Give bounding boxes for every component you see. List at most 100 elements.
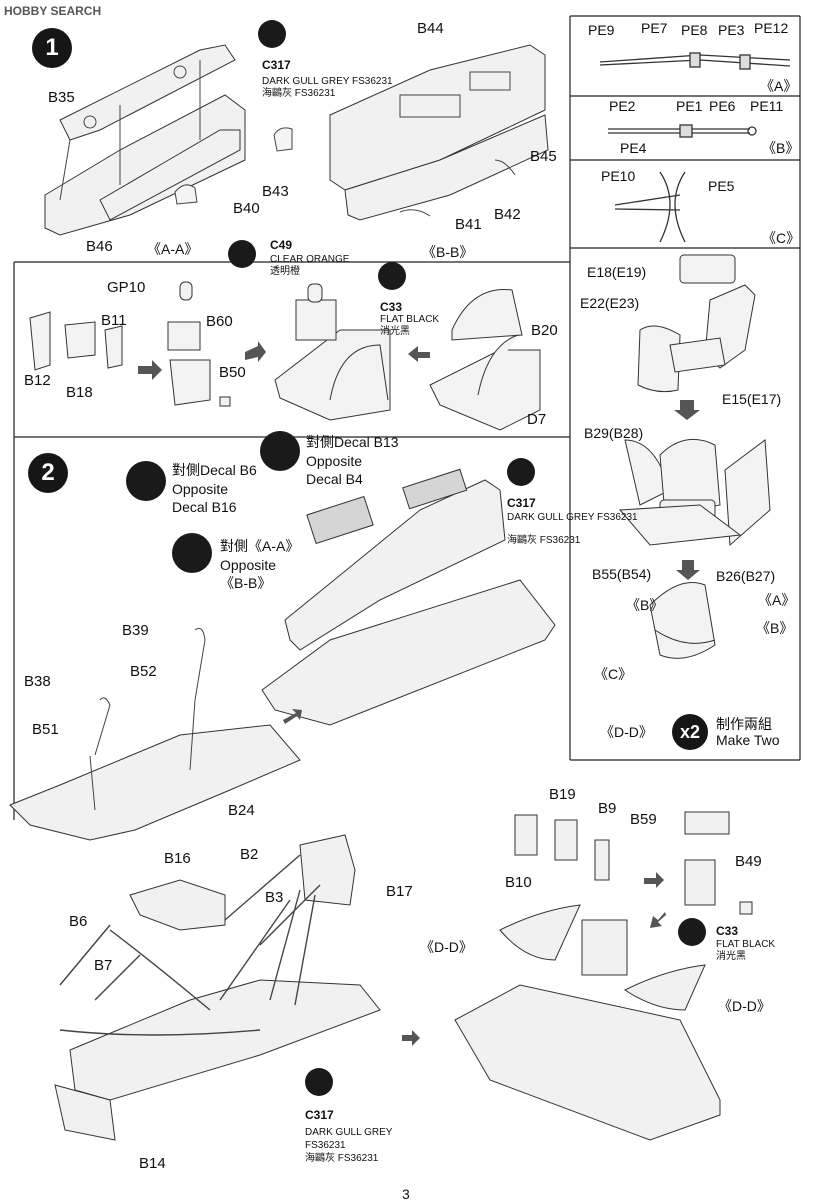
part-b14: B14 — [139, 1155, 166, 1172]
paint-brush-icon — [258, 20, 286, 48]
make-two-en: Make Two — [716, 732, 780, 748]
step-2-number: 2 — [41, 459, 55, 486]
paint-flat-black-cn: 消光黑 — [380, 326, 410, 337]
part-b2: B2 — [240, 846, 259, 863]
part-b42: B42 — [494, 206, 521, 223]
decal-b16: Decal B16 — [172, 499, 237, 515]
paint-dark-gull-grey: DARK GULL GREY FS36231 — [507, 512, 638, 523]
paint-code-c33: C33 — [380, 300, 403, 314]
step-1-marker: 1 — [32, 28, 72, 68]
paint-flat-black: FLAT BLACK — [716, 939, 776, 950]
seat-caption-d-d: 《D-D》 — [600, 724, 653, 740]
pe-caption-a: 《A》 — [760, 78, 798, 94]
part-b44: B44 — [417, 20, 444, 37]
paint-code-c317: C317 — [305, 1108, 334, 1122]
part-b12: B12 — [24, 372, 51, 389]
paint-brush-icon — [507, 458, 535, 486]
seat-part-e18: E18(E19) — [587, 264, 647, 280]
part-b38: B38 — [24, 673, 51, 690]
pe-caption-b: 《B》 — [762, 140, 800, 156]
pe-part-pe2: PE2 — [609, 98, 636, 114]
view-label-a-a: 《A-A》 — [147, 241, 199, 257]
part-b59: B59 — [630, 811, 657, 828]
pe-part-pe7: PE7 — [641, 20, 668, 36]
part-b49: B49 — [735, 853, 762, 870]
part-b52: B52 — [130, 663, 157, 680]
seat-callout-b-right: 《B》 — [756, 620, 794, 636]
pe-part-pe3: PE3 — [718, 22, 745, 38]
opposite-arrow-icon — [126, 461, 166, 501]
part-b19: B19 — [549, 786, 576, 803]
view-label-b-b: 《B-B》 — [422, 244, 474, 260]
seat-part-e15: E15(E17) — [722, 391, 782, 407]
paint-dark-gull-grey-cn: 海鷗灰 FS36231 — [507, 535, 581, 546]
part-b6: B6 — [69, 913, 88, 930]
seat-callout-a: 《A》 — [758, 592, 796, 608]
paint-dark-gull-grey: DARK GULL GREY FS36231 — [262, 76, 393, 87]
seat-part-b55: B55(B54) — [592, 566, 652, 582]
part-b7: B7 — [94, 957, 113, 974]
paint-brush-icon — [305, 1068, 333, 1096]
decal-b13-cn: 對側Decal B13 — [306, 434, 399, 450]
part-b50: B50 — [219, 364, 246, 381]
paint-flat-black: FLAT BLACK — [380, 314, 440, 325]
part-b16: B16 — [164, 850, 191, 867]
pe-part-pe6: PE6 — [709, 98, 736, 114]
pe-caption-c: 《C》 — [762, 230, 801, 246]
paint-dark-gull-grey-l1: DARK GULL GREY — [305, 1127, 393, 1138]
pe-part-pe12: PE12 — [754, 20, 789, 36]
part-b60: B60 — [206, 313, 233, 330]
watermark-text: HOBBY SEARCH — [4, 4, 102, 18]
seat-part-b26: B26(B27) — [716, 568, 776, 584]
seat-part-b29: B29(B28) — [584, 425, 644, 441]
part-b17: B17 — [386, 883, 413, 900]
paint-flat-black-cn: 消光黑 — [716, 951, 746, 962]
part-b3: B3 — [265, 889, 284, 906]
decal-b4: Decal B4 — [306, 471, 363, 487]
paint-code-c49: C49 — [270, 238, 293, 252]
part-b18: B18 — [66, 384, 93, 401]
paint-code-c33: C33 — [716, 924, 739, 938]
pe-part-pe8: PE8 — [681, 22, 708, 38]
page-number: 3 — [402, 1186, 410, 1202]
paint-dark-gull-grey-cn: 海鷗灰 FS36231 — [262, 88, 336, 99]
pe-part-pe9: PE9 — [588, 22, 615, 38]
part-b43: B43 — [262, 183, 289, 200]
part-b11: B11 — [101, 312, 127, 329]
decal-b13-en: Opposite — [306, 453, 363, 469]
watermark-logo: HOBBY SEARCH — [4, 4, 101, 18]
pe-part-pe11: PE11 — [750, 98, 784, 114]
make-two-cn: 制作兩組 — [716, 716, 772, 732]
opposite-a-a-cn: 對側《A-A》 — [220, 538, 300, 554]
seat-part-e22: E22(E23) — [580, 295, 640, 311]
make-two-count: x2 — [679, 722, 701, 742]
opposite-a-a-en: Opposite — [220, 557, 277, 573]
pe-part-pe5: PE5 — [708, 178, 735, 194]
part-gp10: GP10 — [107, 279, 146, 296]
part-b20: B20 — [531, 322, 558, 339]
part-b41: B41 — [455, 216, 482, 233]
part-b39: B39 — [122, 622, 149, 639]
paint-clear-orange-cn: 透明橙 — [270, 266, 300, 277]
pe-part-pe1: PE1 — [676, 98, 703, 114]
part-b46: B46 — [86, 238, 113, 255]
paint-code-c317: C317 — [262, 58, 291, 72]
pe-part-pe4: PE4 — [620, 140, 647, 156]
paint-brush-icon — [378, 262, 406, 290]
paint-brush-icon — [678, 918, 706, 946]
part-b9: B9 — [598, 800, 617, 817]
paint-brush-icon — [228, 240, 256, 268]
callout-d-d-right: 《D-D》 — [718, 998, 771, 1014]
part-b24: B24 — [228, 802, 255, 819]
part-b35: B35 — [48, 89, 75, 106]
step-2-marker: 2 — [28, 453, 68, 493]
callout-d-d-left: 《D-D》 — [420, 939, 473, 955]
part-d7: D7 — [527, 411, 547, 428]
opposite-arrow-icon — [172, 533, 212, 573]
part-b10: B10 — [505, 874, 532, 891]
seat-callout-c: 《C》 — [594, 666, 633, 682]
decal-b6-en: Opposite — [172, 481, 229, 497]
paint-dark-gull-grey-cn: 海鷗灰 FS36231 — [305, 1153, 379, 1164]
paint-dark-gull-grey-l2: FS36231 — [305, 1140, 346, 1151]
